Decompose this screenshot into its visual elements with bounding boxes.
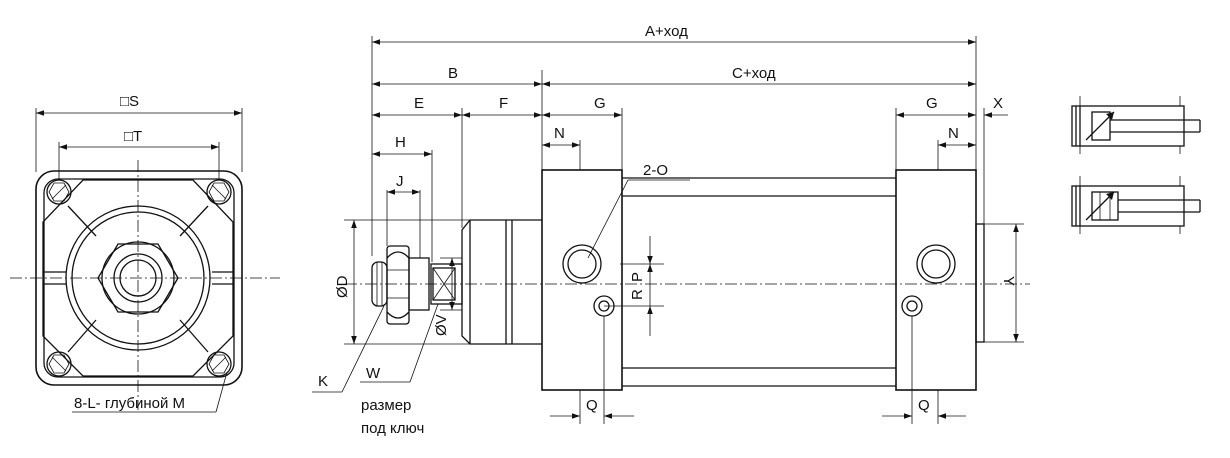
- dim-f-label: F: [499, 95, 508, 112]
- dim-y-label: Y: [1000, 276, 1017, 286]
- dim-h-label: H: [395, 134, 406, 151]
- dim-d-label: ØD: [334, 275, 351, 298]
- dim-q-right-label: Q: [918, 397, 930, 414]
- dim-e-label: E: [414, 95, 424, 112]
- bolt-icon: [206, 351, 232, 377]
- dim-n-left-label: N: [554, 125, 565, 142]
- bolt-icon: [46, 179, 72, 205]
- dim-a-label: A+ход: [645, 23, 688, 40]
- dim-r-label: R: [629, 289, 646, 300]
- dim-o-label: 2-O: [643, 162, 668, 179]
- dim-v-label: ØV: [433, 314, 450, 336]
- wrench-size-line2: под ключ: [361, 420, 424, 437]
- cylinder-symbol-icon: [1071, 96, 1201, 154]
- dim-g-left-label: G: [594, 95, 606, 112]
- dim-g-right-label: G: [926, 95, 938, 112]
- dim-q-left-label: Q: [586, 397, 598, 414]
- wrench-size-line1: размер: [361, 397, 411, 414]
- side-view: A+ход B C+ход E F G G X H J N N: [312, 23, 1030, 437]
- bolt-icon: [206, 179, 232, 205]
- dim-s-label: □S: [120, 93, 139, 110]
- dim-t-label: □T: [124, 128, 142, 145]
- dim-j-label: J: [396, 173, 404, 190]
- dim-holes-label: 8-L- глубиной M: [74, 395, 185, 412]
- bolt-icon: [46, 351, 72, 377]
- dim-b-label: B: [448, 65, 458, 82]
- dim-w-label: W: [366, 365, 381, 382]
- dim-n-right-label: N: [948, 125, 959, 142]
- cylinder-symbol-icon: [1071, 176, 1201, 234]
- dim-p-label: P: [629, 272, 646, 282]
- dim-k-label: K: [318, 373, 328, 390]
- dim-x-label: X: [993, 95, 1003, 112]
- dim-c-label: C+ход: [732, 65, 776, 82]
- front-view: □S □T 8-L- глубиной M: [10, 93, 280, 413]
